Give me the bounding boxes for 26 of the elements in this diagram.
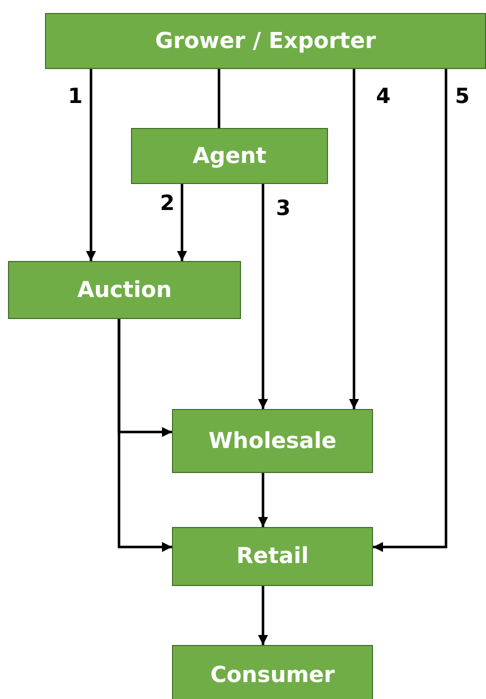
- arrow: [118, 319, 172, 552]
- process-box: [8, 261, 241, 319]
- arrow: [86, 69, 96, 261]
- edge-label: 2: [160, 193, 175, 214]
- connector-line: [218, 69, 220, 128]
- edge-label: 4: [376, 86, 391, 107]
- process-box: [172, 527, 373, 586]
- node-label: Auction: [77, 278, 172, 302]
- node-label: Retail: [236, 544, 309, 569]
- node-label: Grower / Exporter: [155, 28, 376, 54]
- process-box: [172, 409, 373, 473]
- process-box: [45, 13, 486, 69]
- edge-label: 1: [68, 86, 83, 107]
- arrow: [258, 184, 268, 409]
- arrow: [258, 473, 268, 527]
- edge-label: 3: [276, 198, 291, 219]
- process-box: [172, 645, 373, 699]
- process-box: [131, 128, 328, 184]
- node-label: Consumer: [210, 662, 335, 688]
- arrow: [349, 69, 359, 409]
- node-label: Agent: [192, 144, 266, 168]
- arrow: [373, 69, 448, 552]
- edge-label: 5: [455, 86, 470, 107]
- node-label: Wholesale: [208, 428, 336, 454]
- arrow: [258, 586, 268, 645]
- arrow: [177, 184, 187, 261]
